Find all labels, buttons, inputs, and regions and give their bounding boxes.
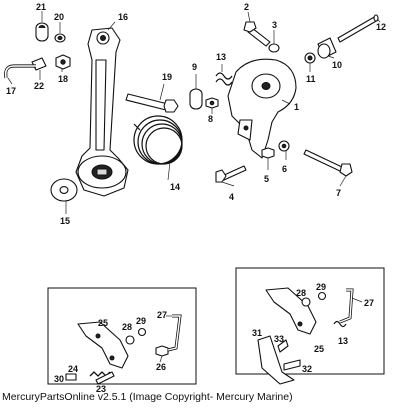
inset-left-part-30-screw [65, 373, 77, 381]
inset-left-part-28-spacer [125, 335, 135, 345]
inset-left-part-25-bracket [77, 321, 129, 369]
callout-7: 7 [336, 188, 341, 198]
part-18-nut [55, 54, 71, 70]
inset-right-callout-25: 25 [314, 344, 324, 354]
part-8-nut [205, 97, 219, 109]
inset-right-callout-28: 28 [296, 288, 306, 298]
part-3-lock-washer [268, 43, 280, 53]
inset-right-callout-27: 27 [364, 298, 374, 308]
callout-8: 8 [208, 114, 213, 124]
inset-right-callout-29: 29 [316, 282, 326, 292]
callout-15: 15 [60, 216, 70, 226]
inset-right-part-13-clip [333, 320, 347, 328]
part-16-throttle-lever [75, 27, 129, 197]
inset-left-part-23-bolt [95, 371, 115, 385]
part-2-screw [243, 21, 271, 47]
callout-19: 19 [162, 72, 172, 82]
inset-right: 27 28 29 13 25 31 33 32 [235, 267, 385, 385]
part-11-washer [304, 52, 316, 64]
part-9-spacer [189, 88, 203, 110]
callout-16: 16 [118, 12, 128, 22]
callout-17: 17 [6, 86, 16, 96]
inset-left-callout-30: 30 [54, 374, 64, 384]
part-6-washer [278, 140, 290, 152]
inset-left-part-27-rod [167, 314, 182, 352]
inset-left-callout-28: 28 [122, 322, 132, 332]
part-17-link-rod [4, 64, 36, 79]
inset-right-part-33-bolt [277, 339, 289, 353]
callout-18: 18 [58, 74, 68, 84]
callout-10: 10 [332, 60, 342, 70]
callout-21: 21 [36, 2, 46, 12]
copyright-footer: MercuryPartsOnline v2.5.1 (Image Copyrig… [2, 391, 293, 403]
part-7-pin [303, 149, 353, 177]
callout-5: 5 [264, 174, 269, 184]
inset-right-callout-31: 31 [252, 328, 262, 338]
inset-left-callout-27: 27 [157, 310, 167, 320]
part-5-nut [261, 147, 275, 159]
part-15-washer [50, 178, 78, 202]
callout-14: 14 [170, 182, 180, 192]
inset-right-part-28-spacer [301, 297, 311, 307]
main-callouts: 21 20 16 18 22 17 19 14 15 2 3 13 9 8 1 … [6, 2, 386, 226]
part-4-bolt [215, 165, 247, 183]
inset-right-callout-13: 13 [338, 336, 348, 346]
part-20-washer [54, 33, 66, 43]
part-21-bushing [35, 22, 49, 42]
inset-right-part-25-bracket [265, 287, 317, 335]
part-13-clip [215, 72, 233, 86]
part-19-bolt [125, 93, 179, 113]
inset-left-callout-25: 25 [98, 318, 108, 328]
callout-12: 12 [376, 22, 386, 32]
callout-20: 20 [54, 12, 64, 22]
inset-left-callout-23: 23 [96, 384, 106, 394]
part-1-cam-bracket [227, 58, 297, 159]
callout-1: 1 [294, 102, 299, 112]
callout-2: 2 [244, 2, 249, 12]
inset-left-part-26-nut [155, 345, 169, 357]
callout-9: 9 [192, 62, 197, 72]
inset-right-part-27-rod [339, 288, 354, 324]
inset-right-part-31-bracket [257, 335, 295, 385]
inset-left-callout-26: 26 [156, 362, 166, 372]
inset-right-callout-33: 33 [274, 334, 284, 344]
inset-right-callout-32: 32 [302, 364, 312, 374]
inset-left-callout-29: 29 [136, 316, 146, 326]
inset-right-part-29-clip [317, 291, 327, 301]
part-10-bushing [317, 37, 337, 59]
callout-13: 13 [216, 52, 226, 62]
inset-right-part-32-screw [283, 359, 301, 371]
callout-6: 6 [282, 164, 287, 174]
callout-3: 3 [272, 20, 277, 30]
callout-11: 11 [306, 74, 316, 84]
inset-left-part-29-clip [137, 327, 147, 337]
callout-22: 22 [34, 81, 44, 91]
part-12-rod [337, 14, 379, 43]
callout-4: 4 [229, 192, 234, 202]
part-14-spring [133, 115, 183, 165]
part-22-clip [31, 57, 47, 71]
inset-left: 27 25 28 29 26 24 30 23 [47, 287, 197, 394]
inset-left-callout-24: 24 [68, 364, 78, 374]
